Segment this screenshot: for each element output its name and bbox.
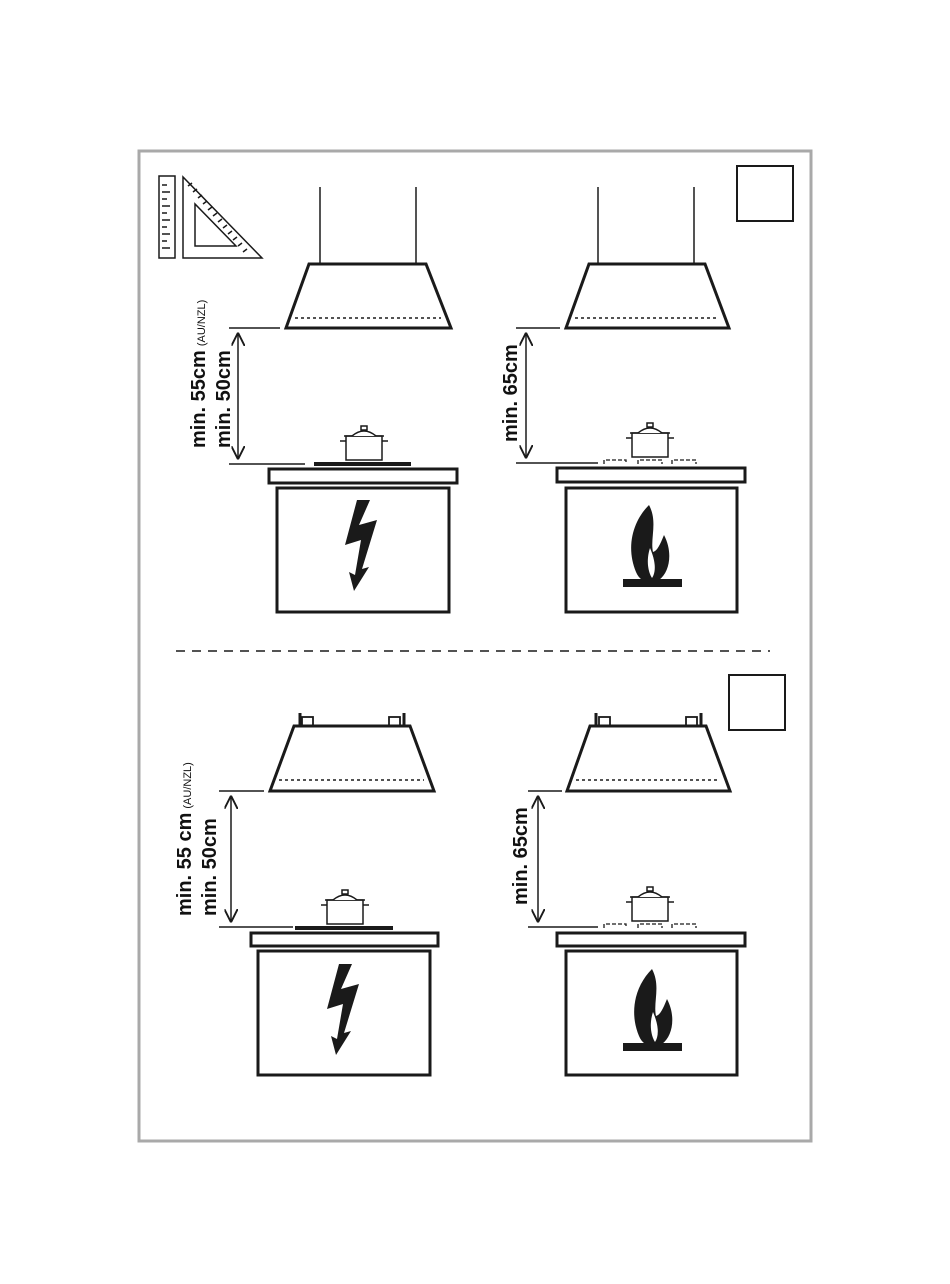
hood-top-left — [286, 187, 451, 328]
cooking-pot-icon — [340, 426, 388, 460]
dimension-bottom-left — [219, 791, 293, 927]
hood-bottom-left — [270, 713, 434, 791]
ruler-and-set-square-icon — [159, 176, 262, 258]
gas-burners — [604, 924, 696, 928]
figure-number-box-top — [737, 166, 793, 221]
dimension-top-right — [516, 328, 598, 463]
gas-burners — [604, 460, 696, 464]
gas-flame-icon — [623, 969, 682, 1051]
dimension-bottom-right — [528, 791, 598, 927]
hood-bottom-right — [567, 713, 730, 791]
clearance-label-secondary-top-left: min. 50cm — [213, 350, 235, 448]
lightning-bolt-icon — [327, 964, 359, 1055]
gas-flame-icon — [623, 505, 682, 587]
clearance-label-top-right: min. 65cm — [500, 344, 522, 442]
hood-top-right — [566, 187, 729, 328]
clearance-label-top-left: min. 55cm(AU/NZL) — [188, 300, 210, 448]
lightning-bolt-icon — [345, 500, 377, 591]
worktop-top-left — [269, 469, 457, 483]
clearance-label-secondary-bottom-left: min. 50cm — [199, 818, 221, 916]
clearance-label-bottom-left: min. 55 cm(AU/NZL) — [174, 762, 196, 916]
outer-frame — [139, 151, 811, 1141]
dimension-top-left — [229, 328, 305, 464]
ceramic-hob-plate — [314, 462, 411, 466]
figure-number-box-bottom — [729, 675, 785, 730]
worktop-bottom-right — [557, 933, 745, 946]
clearance-label-bottom-right: min. 65cm — [510, 807, 532, 905]
cooking-pot-icon — [626, 423, 674, 457]
cooking-pot-icon — [321, 890, 369, 924]
ceramic-hob-plate — [295, 926, 393, 930]
cooking-pot-icon — [626, 887, 674, 921]
worktop-top-right — [557, 468, 745, 482]
worktop-bottom-left — [251, 933, 438, 946]
